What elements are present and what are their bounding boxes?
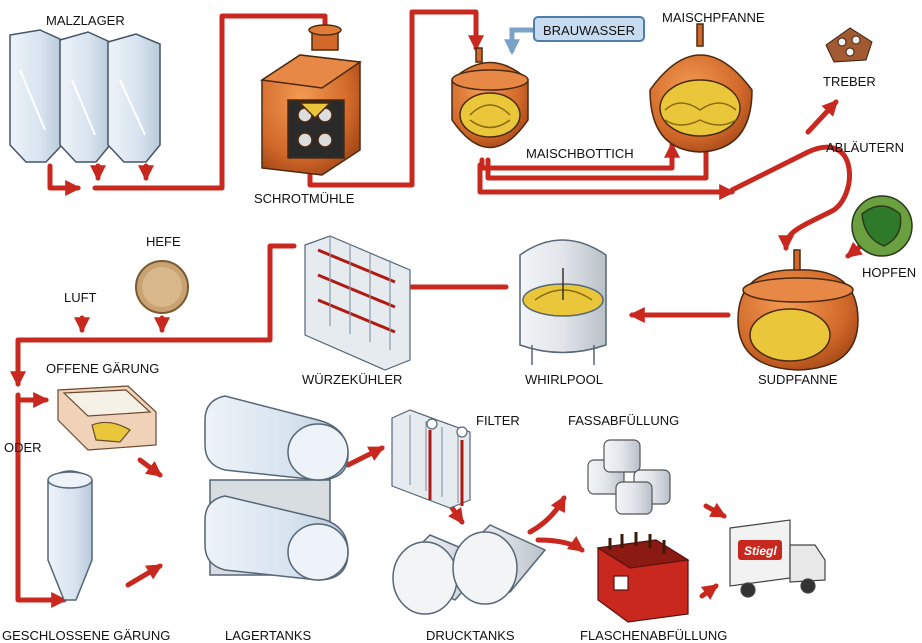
pipes [9, 9, 865, 609]
treber-icon [825, 27, 873, 63]
pipe-bottich-to-laeutern [477, 162, 736, 201]
pipe-bottich-loop-2 [485, 145, 709, 181]
maischbottich-vessel [451, 47, 529, 149]
pipe-offene-to-lager [137, 457, 163, 478]
labels: MALZLAGER SCHROTMÜHLE MAISCHBOTTICH MAIS… [2, 10, 916, 643]
pipe-flasche-to-truck [699, 583, 719, 600]
label-ablaeutern: ABLÄUTERN [826, 140, 904, 155]
label-oder: ODER [4, 440, 42, 455]
drucktanks [392, 524, 547, 615]
label-treber: TREBER [823, 74, 876, 89]
label-malzlager: MALZLAGER [46, 13, 125, 28]
flaschenabfuellung-crate [596, 532, 690, 623]
truck-logo-text: Stiegl [744, 544, 777, 558]
label-offene-gaerung: OFFENE GÄRUNG [46, 361, 159, 376]
label-schrotmuehle: SCHROTMÜHLE [254, 191, 355, 206]
label-fassabfuellung: FASSABFÜLLUNG [568, 413, 679, 428]
label-luft: LUFT [64, 290, 97, 305]
hopfen-icon [851, 195, 913, 257]
pipe-lager-to-filter [345, 445, 385, 468]
hefe-icon [135, 260, 189, 314]
label-geschlossene-gaerung: GESCHLOSSENE GÄRUNG [2, 628, 170, 643]
delivery-truck [729, 519, 826, 598]
geschlossene-gaerung-tank [47, 470, 93, 601]
pipe-silo-out-1 [47, 163, 82, 197]
pipe-to-treber [805, 99, 839, 135]
pipe-fass-to-truck [703, 502, 727, 519]
offene-gaerung-vat [57, 385, 157, 451]
schrotmuehle-machine [259, 24, 363, 176]
label-maischpfanne: MAISCHPFANNE [662, 10, 765, 25]
maischpfanne-vessel [649, 23, 753, 153]
whirlpool-tank [519, 239, 607, 365]
wuerzekuehler-plates [304, 235, 411, 371]
pipe-druck-to-fass [527, 495, 567, 535]
label-hefe: HEFE [146, 234, 181, 249]
pipe-brauwasser [503, 27, 533, 56]
label-sudpfanne: SUDPFANNE [758, 372, 838, 387]
pipe-to-offene [15, 391, 50, 409]
label-wuerzekuehler: WÜRZEKÜHLER [302, 372, 402, 387]
brauwasser-tag: BRAUWASSER [533, 16, 645, 42]
label-maischbottich: MAISCHBOTTICH [526, 146, 634, 161]
malzlager-silos [9, 29, 161, 163]
label-lagertanks: LAGERTANKS [225, 628, 312, 643]
label-drucktanks: DRUCKTANKS [426, 628, 515, 643]
filter-unit [391, 409, 471, 509]
pipe-kuehler-to-gaerung [9, 243, 297, 388]
pipe-geschl-to-lager [125, 563, 163, 588]
label-whirlpool: WHIRLPOOL [525, 372, 603, 387]
pipe-laeutern [729, 144, 852, 252]
sudpfanne-vessel [737, 249, 859, 371]
lagertanks [204, 395, 349, 581]
label-hopfen: HOPFEN [862, 265, 916, 280]
label-flaschenabfuellung: FLASCHENABFÜLLUNG [580, 628, 727, 643]
pipe-druck-to-flasche [535, 536, 585, 553]
fassabfuellung-kegs [587, 439, 671, 515]
label-brauwasser: BRAUWASSER [543, 23, 635, 38]
label-filter: FILTER [476, 413, 520, 428]
pipe-malz-to-muehle [92, 13, 328, 191]
pipe-to-geschlossene [15, 397, 68, 609]
pipe-muehle-to-bottich [307, 9, 485, 188]
